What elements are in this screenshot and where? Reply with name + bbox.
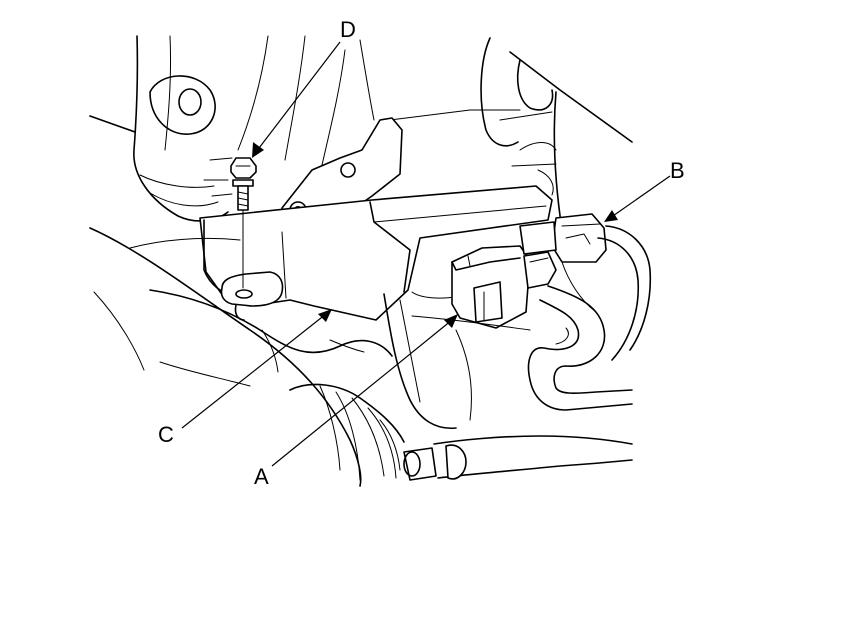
- label-b: B: [670, 158, 685, 183]
- leader-line-d: [255, 41, 341, 153]
- lower-structure: [89, 227, 531, 487]
- wiring-harness: [527, 285, 633, 411]
- mount-foot: [220, 271, 284, 321]
- leader-line-b: [609, 175, 671, 219]
- leader-line-c: [181, 313, 327, 429]
- leader-line-a: [271, 319, 453, 467]
- label-c: C: [158, 422, 174, 447]
- arrowhead-c: [318, 309, 332, 322]
- callout-leaders: [181, 41, 671, 467]
- harness-connector: [519, 213, 652, 361]
- label-d: D: [340, 17, 356, 42]
- bolt: [230, 157, 257, 289]
- label-a: A: [254, 464, 269, 489]
- arrowhead-d: [252, 142, 264, 158]
- connector: [451, 245, 557, 329]
- hose: [403, 435, 633, 481]
- right-panel: [480, 37, 633, 231]
- arrowhead-a: [444, 314, 458, 328]
- arrowhead-b: [604, 210, 618, 222]
